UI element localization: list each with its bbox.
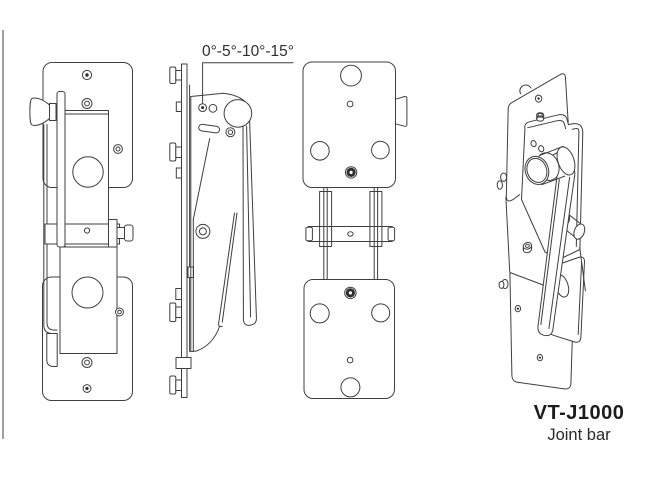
front-screws bbox=[81, 69, 124, 393]
persp-cylinder-knob bbox=[524, 145, 576, 186]
back-view-drawing bbox=[302, 61, 408, 399]
stop-block bbox=[175, 357, 192, 369]
upper-large-hole bbox=[72, 156, 104, 188]
rail-plate bbox=[181, 63, 188, 398]
back-bottom-holes bbox=[309, 303, 391, 398]
perspective-view-drawing bbox=[496, 73, 586, 390]
dark-screw-top bbox=[344, 166, 358, 179]
adjustment-knob bbox=[29, 97, 57, 126]
persp-arm-screw bbox=[522, 241, 533, 254]
rail-bolts bbox=[169, 66, 183, 395]
back-top-holes bbox=[310, 64, 390, 161]
persp-rail-edge bbox=[505, 197, 511, 272]
angle-annotation: 0°-5°-10°-15° bbox=[201, 43, 294, 60]
lower-large-hole bbox=[71, 276, 104, 309]
side-screws bbox=[195, 127, 236, 239]
angle-leader-line bbox=[202, 62, 294, 104]
pivot-boss bbox=[223, 99, 253, 128]
cross-bolt-head bbox=[124, 224, 134, 242]
dark-screw-bottom bbox=[344, 286, 357, 300]
side-view-drawing bbox=[169, 62, 294, 398]
side-strip bbox=[43, 124, 58, 367]
product-type: Joint bar bbox=[547, 426, 611, 444]
left-rail bbox=[56, 91, 66, 248]
right-flange bbox=[108, 219, 118, 248]
hinge-legs bbox=[319, 187, 383, 281]
crossbar-hole bbox=[83, 227, 91, 234]
back-side-tab bbox=[395, 95, 408, 127]
adjust-slot bbox=[198, 123, 221, 134]
product-model: VT-J1000 bbox=[533, 402, 625, 424]
cross-bolt-shaft bbox=[116, 227, 126, 239]
front-view-drawing bbox=[29, 62, 134, 401]
angle-holes bbox=[198, 103, 218, 113]
persp-top-screw bbox=[536, 112, 545, 122]
back-cross-bar bbox=[305, 226, 396, 242]
page-left-border bbox=[2, 30, 4, 439]
bracket-profile bbox=[187, 84, 250, 352]
tilt-arm bbox=[242, 108, 257, 326]
